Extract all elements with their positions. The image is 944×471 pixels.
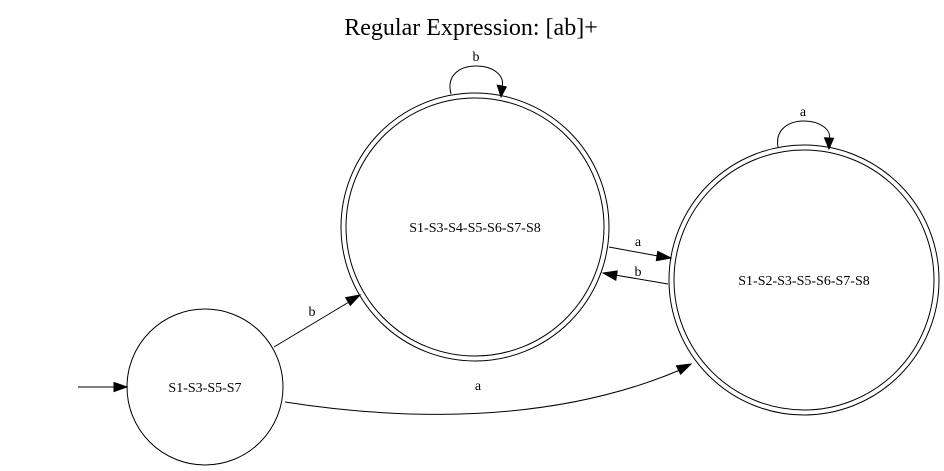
- edge-label-start-to-b-state: b: [309, 305, 316, 320]
- state-start: S1-S3-S5-S7: [126, 308, 284, 466]
- edge-start-to-b-state: [273, 294, 362, 348]
- state-label-a-accepting: S1-S2-S3-S5-S6-S7-S8: [738, 274, 869, 289]
- diagram-title: Regular Expression: [ab]+: [344, 15, 597, 41]
- state-b-accepting: S1-S3-S4-S5-S6-S7-S8: [340, 92, 610, 362]
- edge-start-to-a-state: [284, 363, 693, 415]
- edge-b-state-to-a-state: [608, 246, 673, 262]
- self-loop-label-b-state: b: [473, 50, 480, 65]
- edge-label-b-state-to-a-state: a: [635, 235, 642, 250]
- state-label-start: S1-S3-S5-S7: [168, 381, 241, 396]
- self-loop-b-state: [449, 65, 508, 99]
- edge-label-a-state-to-b-state: b: [635, 265, 642, 280]
- edge-label-start-to-a-state: a: [475, 379, 482, 394]
- self-loop-label-a-state: a: [800, 105, 807, 120]
- self-loop-a-state: [777, 120, 835, 151]
- initial-arrow: [78, 381, 129, 393]
- state-a-accepting: S1-S2-S3-S5-S6-S7-S8: [668, 144, 940, 416]
- edge-a-state-to-b-state: [601, 270, 669, 285]
- state-label-b-accepting: S1-S3-S4-S5-S6-S7-S8: [409, 221, 540, 236]
